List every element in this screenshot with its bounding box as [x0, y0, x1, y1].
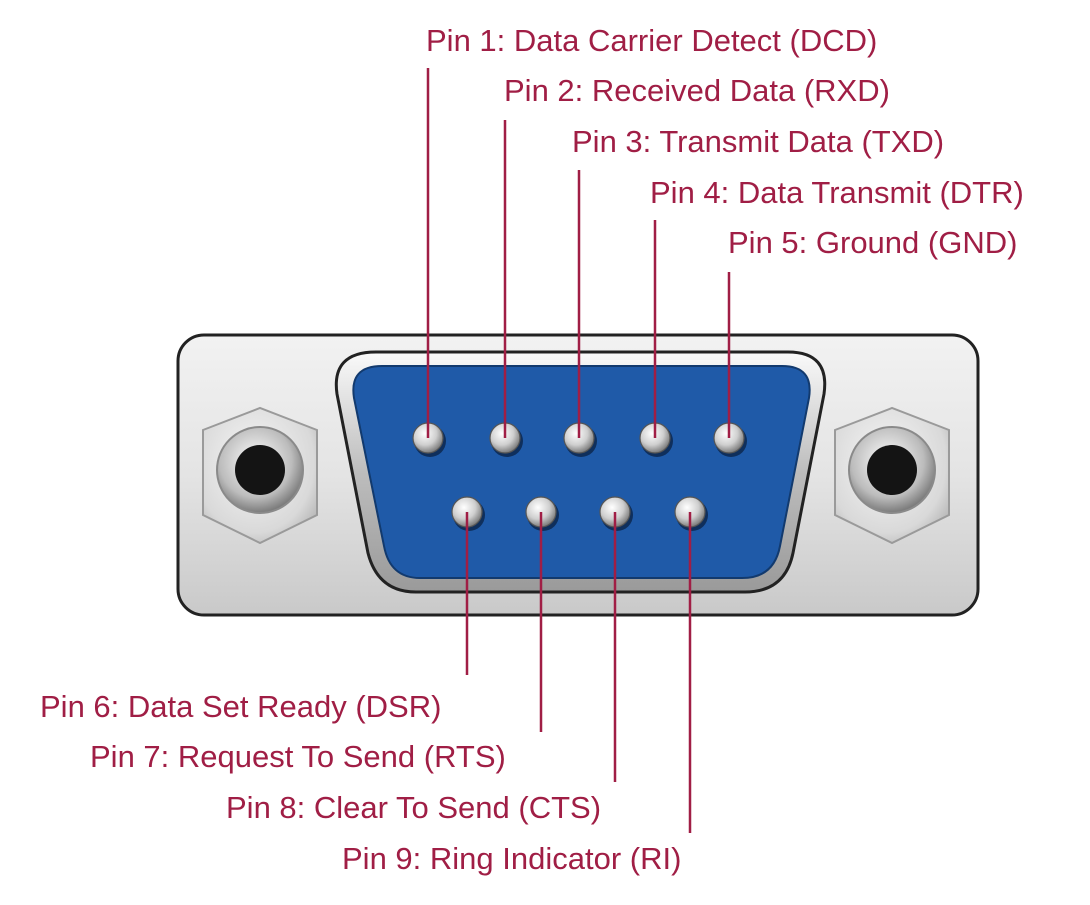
right-screw-nut: [834, 406, 950, 545]
pin-6-label: Pin 6: Data Set Ready (DSR): [40, 689, 442, 724]
pin-4-label: Pin 4: Data Transmit (DTR): [650, 175, 1024, 210]
left-screw-nut: [202, 406, 318, 545]
leader-lines: [426, 68, 731, 833]
d-shell-insulator: [352, 365, 811, 579]
pin-7-label: Pin 7: Request To Send (RTS): [90, 739, 506, 774]
pin-3-label: Pin 3: Transmit Data (TXD): [572, 124, 945, 159]
pin-9-label: Pin 9: Ring Indicator (RI): [342, 841, 682, 876]
pin-1-label: Pin 1: Data Carrier Detect (DCD): [426, 23, 878, 58]
pin-2-label: Pin 2: Received Data (RXD): [504, 73, 890, 108]
pin-8-label: Pin 8: Clear To Send (CTS): [226, 790, 602, 825]
pin-5-label: Pin 5: Ground (GND): [728, 225, 1018, 260]
